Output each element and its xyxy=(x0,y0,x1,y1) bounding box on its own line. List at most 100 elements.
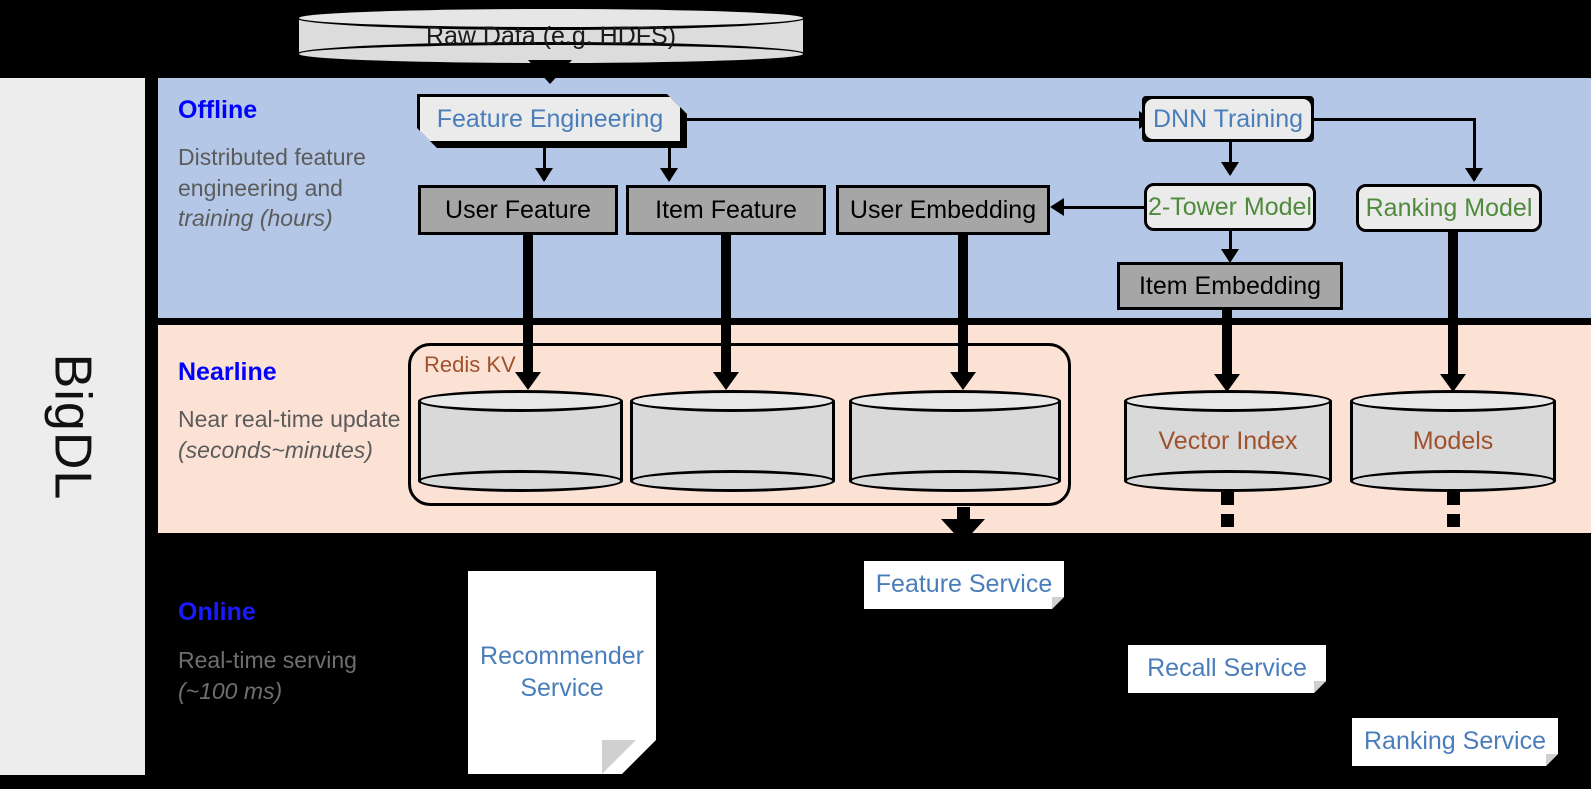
band-subtitle-nearline-italic: (seconds~minutes) xyxy=(178,436,373,463)
raw-data-label: Raw Data (e.g. HDFS) xyxy=(425,21,677,50)
dash-vectorindex-recall-2 xyxy=(1221,514,1234,527)
connector-twotower-itememb xyxy=(1229,231,1232,259)
user-feature-label: User Feature xyxy=(445,195,591,224)
arrowhead-redis-featureservice xyxy=(941,519,985,543)
arrowhead-dnn-twotower xyxy=(1221,162,1239,176)
arrowhead-twotower-itememb xyxy=(1221,249,1239,263)
raw-data-cylinder: Raw Data (e.g. HDFS) xyxy=(296,6,806,66)
cylinder-body xyxy=(630,401,835,481)
band-title-online: Online xyxy=(178,598,256,626)
redis-store-cylinder-2[interactable] xyxy=(630,390,835,492)
redis-kv-container xyxy=(408,343,1071,506)
pipe-userfeature-store xyxy=(523,235,533,383)
band-title-nearline: Nearline xyxy=(178,358,277,386)
arrowhead-userfeature-store xyxy=(515,372,541,390)
band-title-offline: Offline xyxy=(178,96,258,124)
feature-engineering-node[interactable]: Feature Engineering xyxy=(417,94,683,144)
cylinder-bottom xyxy=(1350,470,1556,492)
cylinder-top xyxy=(1124,390,1332,412)
models-label: Models xyxy=(1412,426,1494,455)
cylinder-bottom xyxy=(418,470,623,492)
arrowhead-twotower-userembedding xyxy=(1050,198,1064,216)
pipe-userembedding-store xyxy=(958,235,968,383)
sidebar-label-text: BigDL xyxy=(43,353,102,500)
cylinder-top xyxy=(630,390,835,412)
item-embedding-box[interactable]: Item Embedding xyxy=(1117,262,1343,310)
dnn-training-node[interactable]: DNN Training xyxy=(1142,96,1314,142)
connector-dnn-twotower xyxy=(1229,142,1232,174)
dash-models-ranking-2 xyxy=(1447,514,1460,527)
feature-service-doc[interactable]: Feature Service xyxy=(864,561,1064,609)
cylinder-top xyxy=(418,390,623,412)
dnn-training-label: DNN Training xyxy=(1152,104,1304,133)
connector-twotower-userembedding xyxy=(1064,206,1146,209)
item-feature-label: Item Feature xyxy=(655,195,797,224)
recall-service-doc[interactable]: Recall Service xyxy=(1128,645,1326,693)
dash-redis-featureservice-1 xyxy=(957,507,970,520)
two-tower-model-label: 2-Tower Model xyxy=(1148,192,1312,221)
band-subtitle-nearline: Near real-time update (seconds~minutes) xyxy=(178,404,408,465)
cylinder-bottom xyxy=(1124,470,1332,492)
connector-fe-itemfeature xyxy=(668,144,671,180)
band-subtitle-online-italic: (~100 ms) xyxy=(178,677,283,704)
ranking-service-fold-icon xyxy=(1546,754,1558,766)
pipe-itememb-vectorindex xyxy=(1222,310,1232,385)
recall-service-label: Recall Service xyxy=(1147,654,1307,683)
recommender-service-label: Recommender Service xyxy=(480,642,644,702)
band-subtitle-offline-italic: training (hours) xyxy=(178,205,333,232)
cylinder-body xyxy=(1124,401,1332,481)
cylinder-body xyxy=(1350,401,1556,481)
redis-store-label-3 xyxy=(849,390,1061,492)
connector-fe-dnn xyxy=(683,118,1141,121)
recall-service-fold-icon xyxy=(1314,681,1326,693)
arrowhead-fe-userfeature xyxy=(535,168,553,182)
ranking-service-label: Ranking Service xyxy=(1363,727,1547,756)
redis-store-label-2 xyxy=(630,390,835,492)
ranking-model-node[interactable]: Ranking Model xyxy=(1356,184,1542,232)
connector-dnn-ranking-h xyxy=(1314,118,1476,121)
redis-store-label-1 xyxy=(418,390,623,492)
band-subtitle-online: Real-time serving (~100 ms) xyxy=(178,645,358,706)
user-embedding-label: User Embedding xyxy=(849,195,1037,224)
arrowhead-itemfeature-store xyxy=(713,372,739,390)
cylinder-bottom xyxy=(630,470,835,492)
arrowhead-dnn-ranking xyxy=(1465,168,1483,182)
ranking-service-doc[interactable]: Ranking Service xyxy=(1352,718,1558,766)
cylinder-top xyxy=(1350,390,1556,412)
pipe-rankingmodel-models xyxy=(1448,232,1458,385)
user-feature-box[interactable]: User Feature xyxy=(418,185,618,235)
sidebar-label-wrap: BigDL xyxy=(0,78,145,775)
redis-kv-label: Redis KV xyxy=(424,352,516,377)
sidebar-bigdl: BigDL xyxy=(0,78,145,775)
item-feature-box[interactable]: Item Feature xyxy=(626,185,826,235)
feature-service-label: Feature Service xyxy=(875,570,1053,599)
vector-index-label: Vector Index xyxy=(1158,426,1298,455)
redis-store-cylinder-3[interactable] xyxy=(849,390,1061,492)
band-subtitle-offline: Distributed feature engineering and trai… xyxy=(178,142,383,234)
recommender-service-fold-icon xyxy=(602,740,636,774)
feature-service-fold-icon xyxy=(1052,597,1064,609)
user-embedding-box[interactable]: User Embedding xyxy=(836,185,1050,235)
connector-fe-userfeature xyxy=(543,144,546,180)
band-subtitle-offline-text: Distributed feature engineering and xyxy=(178,144,366,201)
band-subtitle-nearline-text: Near real-time update xyxy=(178,406,401,432)
dash-vectorindex-recall-1 xyxy=(1221,492,1234,505)
connector-dnn-ranking-v xyxy=(1473,118,1476,180)
vector-index-cylinder[interactable]: Vector Index xyxy=(1124,390,1332,492)
cylinder-top xyxy=(849,390,1061,412)
pipe-itemfeature-store xyxy=(721,235,731,383)
band-subtitle-online-text: Real-time serving xyxy=(178,647,357,673)
arrowhead-rankingmodel-models xyxy=(1440,374,1466,392)
ranking-model-label: Ranking Model xyxy=(1365,193,1533,222)
dash-models-ranking-1 xyxy=(1447,492,1460,505)
models-cylinder[interactable]: Models xyxy=(1350,390,1556,492)
two-tower-model-node[interactable]: 2-Tower Model xyxy=(1144,183,1316,231)
arrowhead-rawdata-fe xyxy=(528,60,572,84)
cylinder-top xyxy=(296,6,806,30)
arrowhead-fe-itemfeature xyxy=(660,168,678,182)
arrowhead-itememb-vectorindex xyxy=(1214,374,1240,392)
cylinder-bottom xyxy=(849,470,1061,492)
cylinder-body xyxy=(849,401,1061,481)
redis-store-cylinder-1[interactable] xyxy=(418,390,623,492)
